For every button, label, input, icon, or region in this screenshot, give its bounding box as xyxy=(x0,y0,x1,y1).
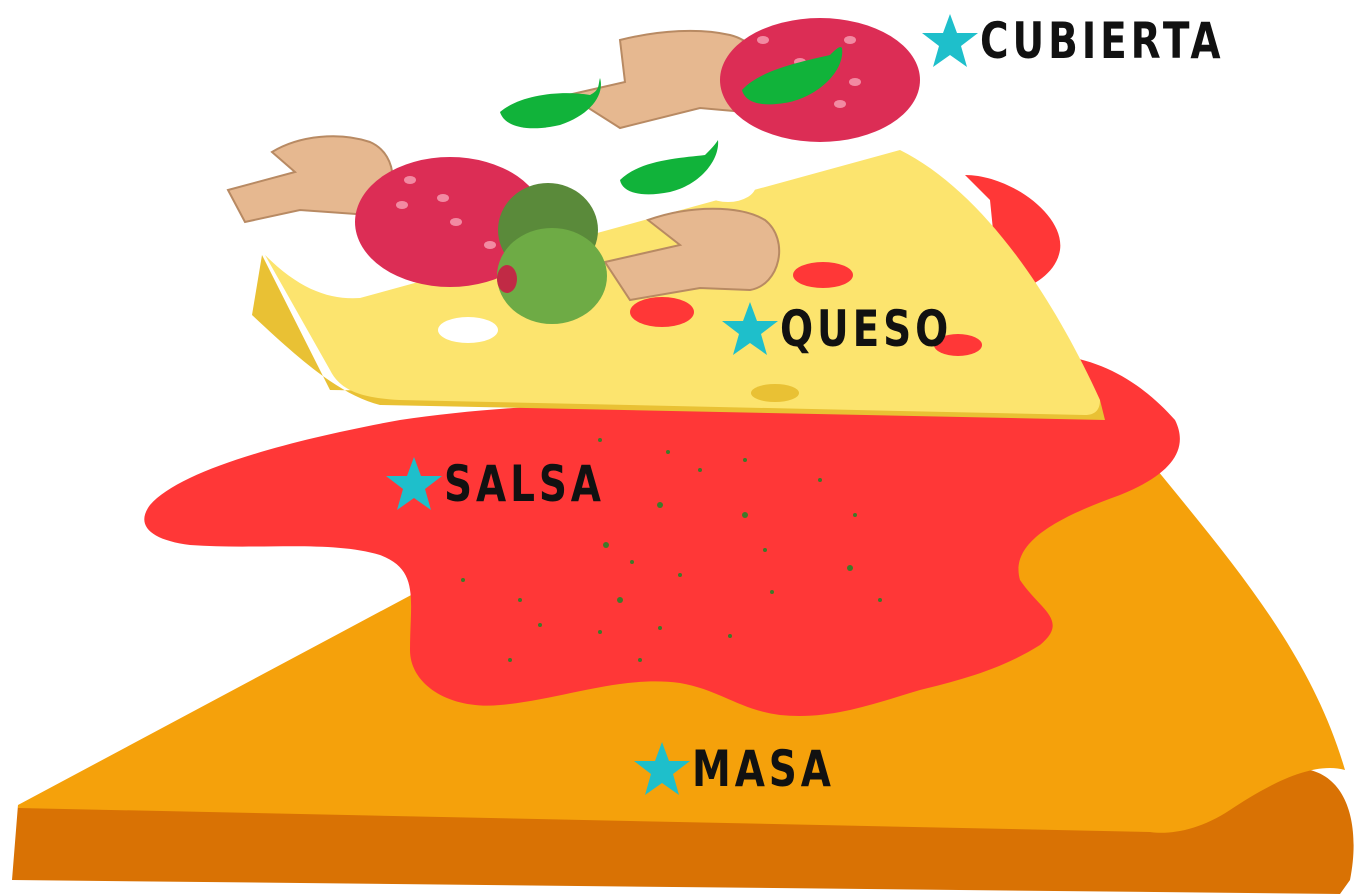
star-icon xyxy=(632,740,692,798)
label-text: QUESO xyxy=(780,304,952,354)
label-masa: MASA xyxy=(632,740,875,798)
label-text: MASA xyxy=(692,744,835,794)
label-queso: QUESO xyxy=(720,300,1001,358)
olive-pimento xyxy=(497,265,517,293)
cheese-hole xyxy=(438,317,498,343)
cheese-hole xyxy=(630,297,694,327)
cheese-hole xyxy=(751,384,799,402)
cheese-hole xyxy=(793,262,853,288)
cheese-hole xyxy=(834,148,866,162)
label-cubierta: CUBIERTA xyxy=(920,12,1293,70)
cheese-hole xyxy=(700,168,756,202)
label-salsa: SALSA xyxy=(384,455,650,513)
label-text: CUBIERTA xyxy=(980,16,1224,66)
label-text: SALSA xyxy=(444,459,605,509)
star-icon xyxy=(920,12,980,70)
star-icon xyxy=(384,455,444,513)
basil-leaf xyxy=(500,78,601,128)
star-icon xyxy=(720,300,780,358)
